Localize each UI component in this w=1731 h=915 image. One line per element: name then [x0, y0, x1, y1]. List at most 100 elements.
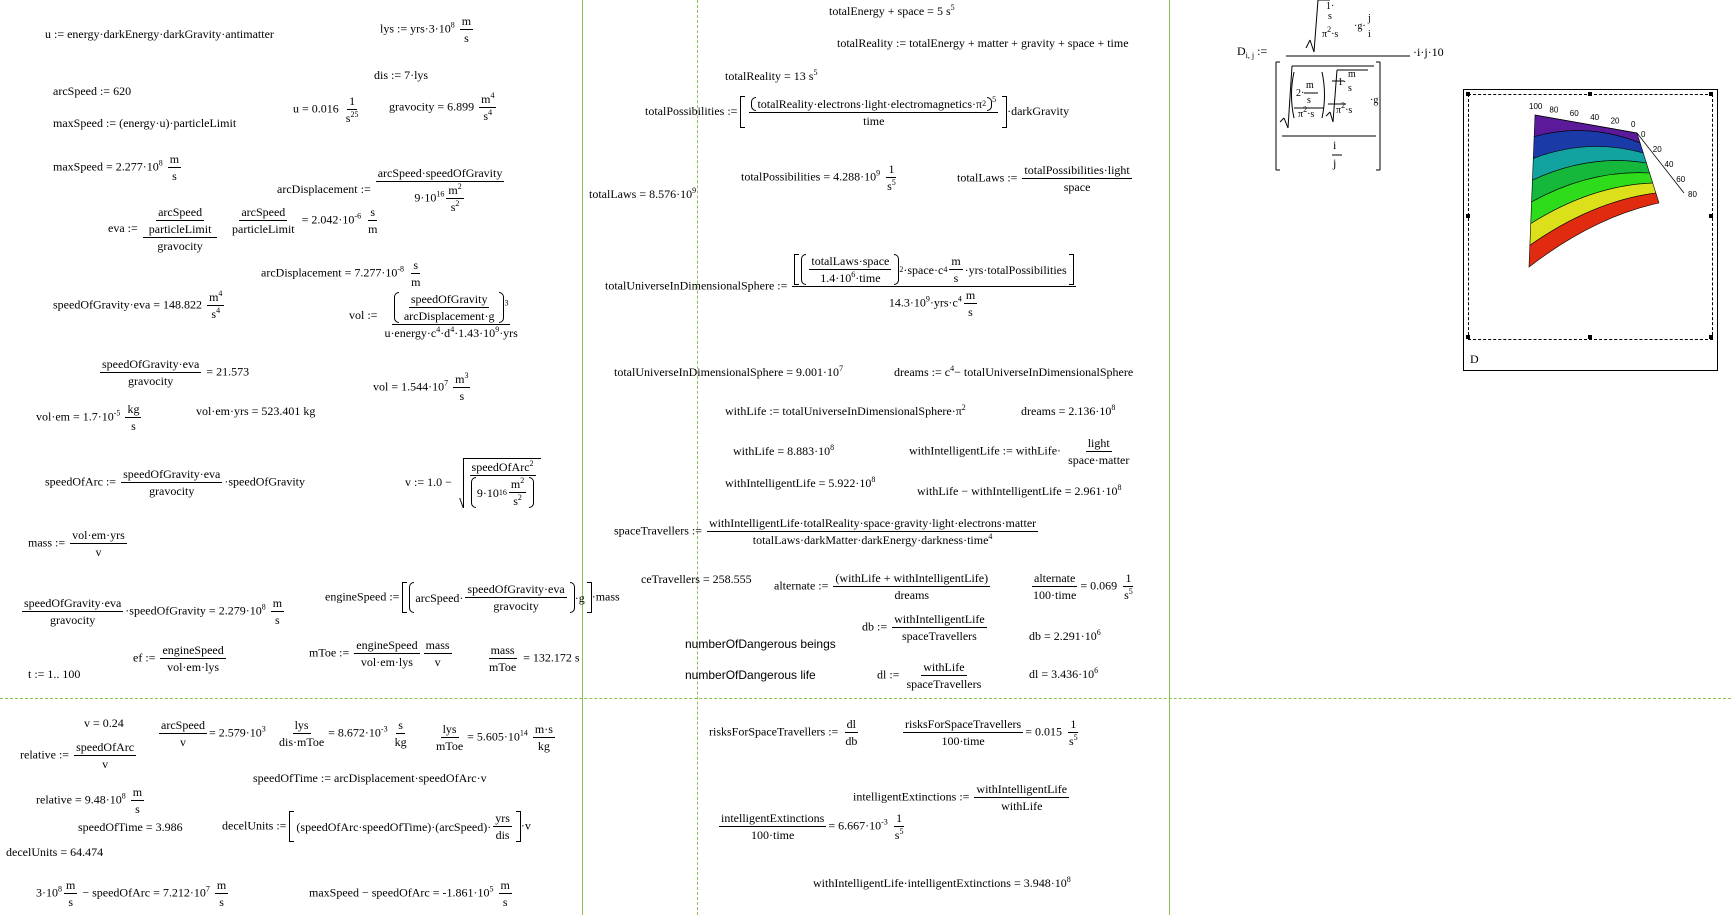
- v-result[interactable]: v = 0.24: [84, 716, 124, 730]
- resize-handle-bc[interactable]: [1588, 335, 1592, 339]
- decelUnits-definition[interactable]: decelUnits := (speedOfArc·speedOfTime)·(…: [222, 811, 531, 842]
- D-top-unit-den: s: [1328, 11, 1332, 22]
- alternate-definition[interactable]: alternate := (withLife + withIntelligent…: [774, 571, 991, 602]
- D-top-i: i: [1368, 29, 1371, 40]
- plot-label: D: [1470, 352, 1479, 366]
- contour-band: [1528, 192, 1660, 268]
- D-definition[interactable]: Di, j :=: [1237, 44, 1268, 60]
- totalLaws-result[interactable]: totalLaws = 8.576·109: [589, 186, 697, 202]
- D-two-coef: 2·: [1296, 88, 1305, 99]
- totalUniverse-definition[interactable]: totalUniverseInDimensionalSphere := tota…: [605, 254, 1078, 319]
- dis-definition[interactable]: dis := 7·lys: [374, 68, 429, 82]
- dreams-definition[interactable]: dreams := c4− totalUniverseInDimensional…: [894, 364, 1134, 380]
- t-range-definition[interactable]: t := 1.. 100: [28, 667, 81, 681]
- engineSpeed-definition[interactable]: engineSpeed := arcSpeed·speedOfGravity·e…: [325, 582, 620, 613]
- D-top-denominator: π2·s: [1322, 25, 1339, 41]
- ceTravellers-result[interactable]: ceTravellers = 258.555: [641, 572, 752, 586]
- resize-handle-bl[interactable]: [1466, 335, 1470, 339]
- spaceTravellers-definition[interactable]: spaceTravellers := withIntelligentLife·t…: [614, 516, 1039, 547]
- D-i: i: [1333, 138, 1337, 152]
- resize-handle-mr[interactable]: [1709, 214, 1713, 218]
- D-s-unit: s: [1307, 95, 1311, 106]
- axis-left: [1534, 114, 1638, 134]
- D-expression[interactable]: 1· s π2·s ·g· j i 2· m s π2·s 1· m s π2·…: [1270, 0, 1444, 172]
- dl-result[interactable]: dl = 3.436·106: [1029, 666, 1099, 682]
- totalReality-definition[interactable]: totalReality := totalEnergy + matter + g…: [837, 36, 1129, 50]
- resize-handle-ml[interactable]: [1466, 214, 1470, 218]
- speedOfTime-definition[interactable]: speedOfTime := arcDisplacement·speedOfAr…: [253, 771, 487, 785]
- withIntelligentLife-result[interactable]: withIntelligentLife = 5.922·108: [725, 475, 876, 491]
- decelUnits-result[interactable]: decelUnits = 64.474: [6, 845, 104, 859]
- page-break-line: [0, 698, 1731, 699]
- resize-handle-tr[interactable]: [1709, 92, 1713, 96]
- speedOfTime-result[interactable]: speedOfTime = 3.986: [78, 820, 183, 834]
- withLife-definition[interactable]: withLife := totalUniverseInDimensionalSp…: [725, 403, 966, 419]
- intelligentExtinctions-definition[interactable]: intelligentExtinctions := withIntelligen…: [853, 782, 1070, 813]
- u-definition[interactable]: u := energy·darkEnergy·darkGravity·antim…: [45, 27, 274, 41]
- resize-handle-tc[interactable]: [1588, 92, 1592, 96]
- withLife-minus-result[interactable]: withLife − withIntelligentLife = 2.961·1…: [917, 483, 1122, 499]
- tick-label-left: 60: [1570, 109, 1579, 118]
- resize-handle-br[interactable]: [1709, 335, 1713, 339]
- tick-label-right: 60: [1676, 175, 1685, 184]
- D-top-numerator: 1·: [1326, 1, 1335, 12]
- tick-label-left: 40: [1590, 113, 1599, 122]
- D-tail: ·i·j·10: [1413, 45, 1444, 59]
- dangerous-beings-label[interactable]: numberOfDangerous beings: [685, 637, 836, 651]
- maxSpeed-definition[interactable]: maxSpeed := (energy·u)·particleLimit: [53, 116, 237, 130]
- vol-em-yrs-result[interactable]: vol·em·yrs = 523.401 kg: [196, 404, 316, 418]
- totalReality-result[interactable]: totalReality = 13 s5: [725, 68, 818, 84]
- dangerous-life-label[interactable]: numberOfDangerous life: [685, 668, 816, 682]
- totalPossibilities-definition[interactable]: totalPossibilities := totalReality·elect…: [645, 95, 1070, 129]
- arcDisplacement-definition[interactable]: arcDisplacement := arcSpeed·speedOfGravi…: [277, 166, 505, 214]
- tick-label-right: 20: [1653, 145, 1662, 154]
- D-s-unit-2: s: [1348, 83, 1352, 94]
- totalEnergy-space-result[interactable]: totalEnergy + space = 5 s5: [829, 3, 955, 19]
- arcSpeed-definition[interactable]: arcSpeed := 620: [53, 84, 132, 98]
- withLife-result[interactable]: withLife = 8.883·108: [733, 443, 835, 459]
- db-result[interactable]: db = 2.291·106: [1029, 628, 1101, 644]
- dreams-result[interactable]: dreams = 2.136·108: [1021, 403, 1116, 419]
- resize-handle-tl[interactable]: [1466, 92, 1470, 96]
- region-divider-1: [582, 0, 583, 915]
- tick-label-right: 0: [1641, 130, 1646, 139]
- withIntelligentLife-extinctions-result[interactable]: withIntelligentLife·intelligentExtinctio…: [813, 875, 1071, 891]
- totalUniverse-result[interactable]: totalUniverseInDimensionalSphere = 9.001…: [614, 364, 844, 380]
